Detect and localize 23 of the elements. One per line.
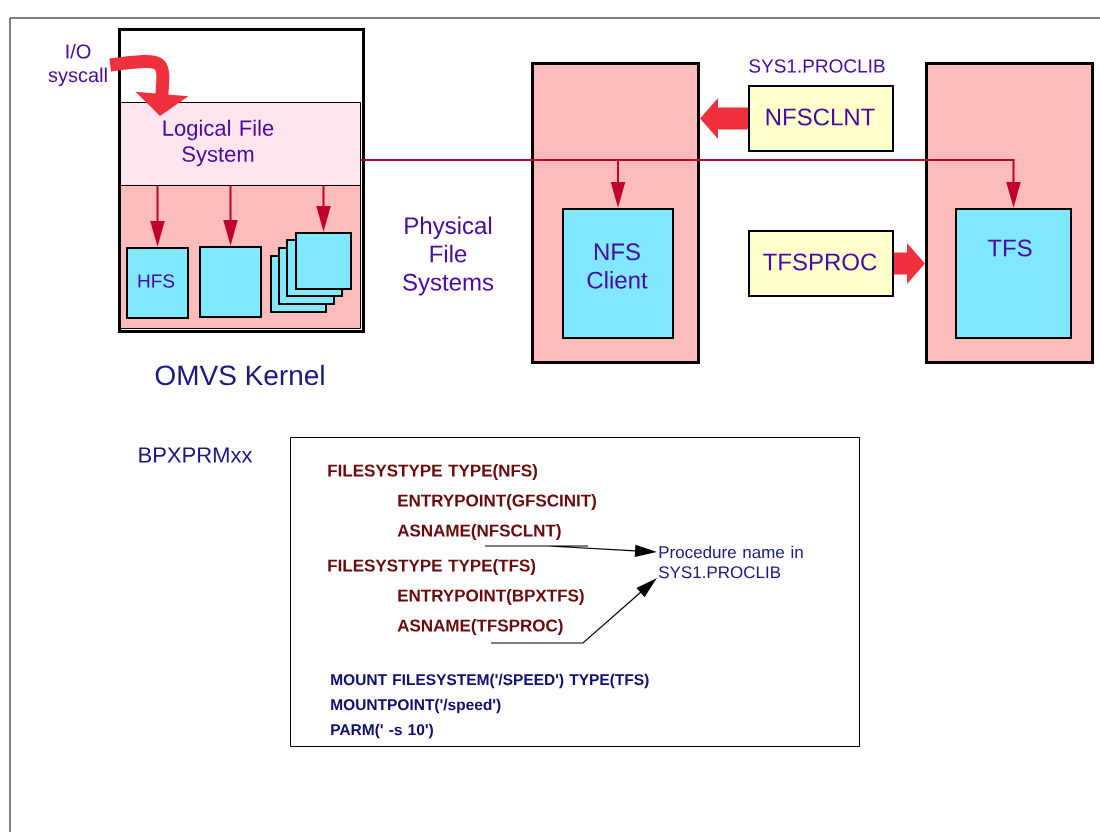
box-label: TFS	[987, 239, 1032, 257]
box-label: Logical File System	[163, 119, 274, 167]
file-system-box	[199, 246, 262, 318]
annotation-text: Procedure name in SYS1.PROCLIB	[658, 545, 803, 579]
code-line: ENTRYPOINT(BPXTFS)	[398, 589, 584, 605]
code-line: PARM(' -s 10')	[331, 723, 433, 739]
code-line: ASNAME(NFSCLNT)	[397, 524, 561, 540]
stacked-file-system-boxes	[270, 232, 352, 313]
annotation-text: I/O syscall	[48, 43, 107, 87]
label: Physical File Systems	[403, 216, 494, 296]
code-line: FILESYSTYPE TYPE(NFS)	[328, 464, 537, 480]
heading: BPXPRMxx	[139, 447, 253, 463]
node-label: SYS1.PROCLIB	[749, 59, 885, 73]
box-label: HFS	[138, 274, 175, 288]
code-line: ENTRYPOINT(GFSCINIT)	[398, 494, 596, 510]
code-line: ASNAME(TFSPROC)	[397, 619, 563, 635]
box-label: TFSPROC	[763, 253, 877, 271]
code-line: FILESYSTYPE TYPE(TFS)	[328, 559, 536, 575]
box-label: NFS Client	[587, 243, 648, 289]
code-line: MOUNT FILESYSTEM('/SPEED') TYPE(TFS)	[331, 673, 649, 689]
node-label: OMVS Kernel	[155, 364, 324, 386]
box-label: NFSCLNT	[766, 108, 875, 126]
code-line: MOUNTPOINT('/speed')	[331, 698, 501, 714]
